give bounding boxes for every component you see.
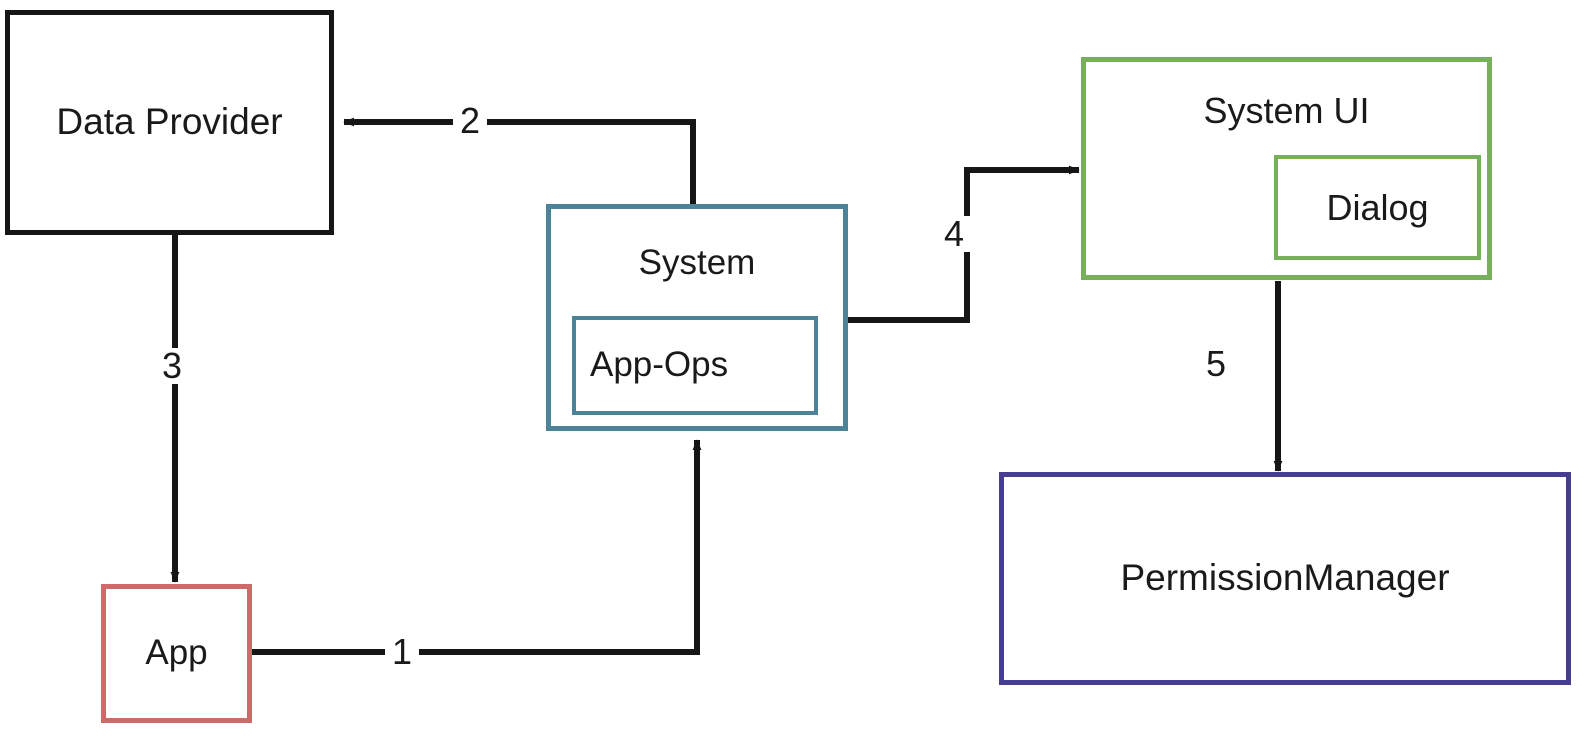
node-dialog-label: Dialog bbox=[1326, 186, 1429, 228]
node-app-label: App bbox=[145, 633, 208, 673]
node-data-provider[interactable]: Data Provider bbox=[5, 10, 334, 235]
edge-label-3: 3 bbox=[155, 348, 190, 384]
edge-label-2: 2 bbox=[453, 103, 488, 139]
node-system-label: System bbox=[638, 243, 756, 282]
node-system[interactable]: System App-Ops bbox=[546, 204, 848, 431]
node-dialog[interactable]: Dialog bbox=[1274, 155, 1481, 260]
edge-1-path bbox=[252, 439, 702, 655]
node-app[interactable]: App bbox=[101, 584, 252, 723]
edge-2-path bbox=[343, 117, 696, 205]
node-app-ops[interactable]: App-Ops bbox=[572, 316, 818, 415]
node-system-ui[interactable]: System UI Dialog bbox=[1081, 57, 1492, 280]
edge-label-5: 5 bbox=[1199, 346, 1234, 382]
node-system-ui-label: System UI bbox=[1203, 90, 1370, 131]
node-data-provider-label: Data Provider bbox=[56, 101, 283, 143]
edge-label-1: 1 bbox=[385, 634, 420, 670]
node-permission-manager-label: PermissionManager bbox=[1120, 557, 1450, 599]
node-permission-manager[interactable]: PermissionManager bbox=[999, 472, 1571, 685]
edge-label-4: 4 bbox=[937, 216, 972, 252]
node-app-ops-label: App-Ops bbox=[590, 345, 729, 385]
